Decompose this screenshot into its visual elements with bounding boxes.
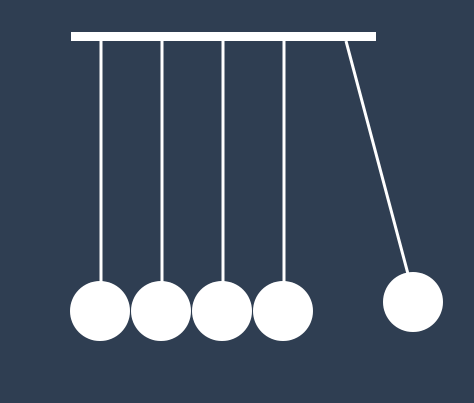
cradle-top-bar bbox=[71, 32, 376, 41]
pendulum-ball-1 bbox=[70, 281, 130, 341]
pendulum-ball-2 bbox=[131, 281, 191, 341]
pendulum-ball-5 bbox=[383, 272, 443, 332]
pendulum-ball-3 bbox=[192, 281, 252, 341]
pendulum-ball-4 bbox=[253, 281, 313, 341]
pendulum-string-5 bbox=[344, 40, 410, 275]
